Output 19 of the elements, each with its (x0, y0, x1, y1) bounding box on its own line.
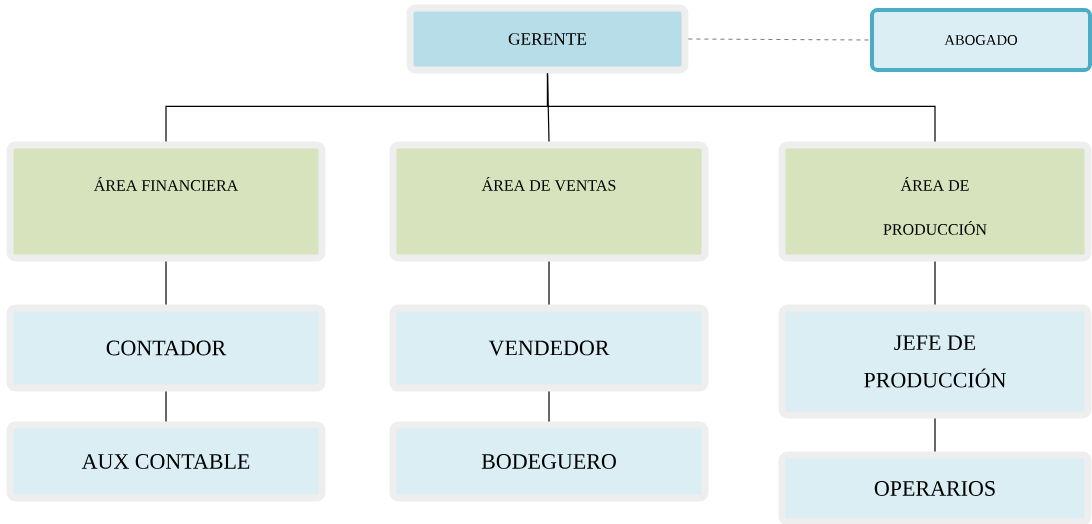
area-box: ÁREA DE PRODUCCIÓN (778, 141, 1092, 262)
connector-line (546, 72, 936, 143)
connector-line (165, 390, 167, 423)
position-box: BODEGUERO (389, 421, 709, 502)
position-box: JEFE DE PRODUCCIÓN (778, 304, 1092, 419)
position-box: GERENTE (406, 4, 689, 74)
position-box: ABOGADO (870, 8, 1092, 72)
connector-line (165, 260, 167, 306)
position-box: CONTADOR (6, 304, 326, 392)
position-box: AUX CONTABLE (6, 421, 326, 502)
position-box: VENDEDOR (389, 304, 709, 392)
connector-line (688, 38, 871, 41)
connector-line (934, 260, 936, 306)
connector-line (934, 417, 936, 453)
connector-line (548, 390, 550, 423)
area-box: ÁREA DE VENTAS (389, 141, 709, 262)
position-box: OPERARIOS (778, 451, 1092, 524)
connector-line (548, 260, 550, 306)
area-box: ÁREA FINANCIERA (6, 141, 326, 262)
